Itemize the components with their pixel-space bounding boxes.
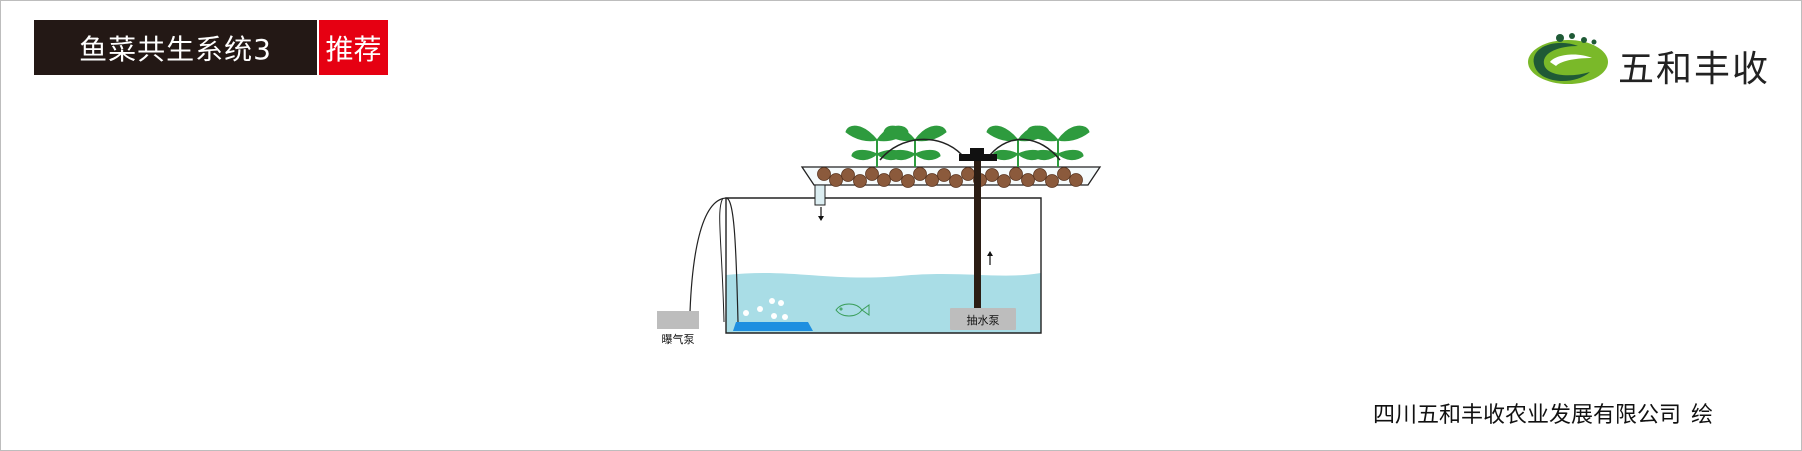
credit-org: 四川五和丰收农业发展有限公司 xyxy=(1373,403,1682,428)
air-pump-label: 曝气泵 xyxy=(662,332,695,346)
air-pump xyxy=(657,311,699,329)
clay-pebbles xyxy=(817,167,1083,188)
air-line xyxy=(689,197,739,323)
credit-line: 四川五和丰收农业发展有限公司绘 xyxy=(1373,397,1713,429)
riser-pipe xyxy=(974,160,981,308)
drain-arrow-head xyxy=(818,216,824,221)
water-pump-label: 抽水泵 xyxy=(967,313,1000,327)
drain-pipe xyxy=(814,184,826,206)
brand-name: 五和丰收 xyxy=(1618,49,1771,90)
wuhe-leaf-logo-icon xyxy=(1528,33,1608,84)
plant-4-icon xyxy=(1026,125,1090,167)
water-pump xyxy=(950,308,1016,330)
air-line-inner xyxy=(719,197,725,323)
fish-tank xyxy=(725,197,1042,334)
credit-suffix: 绘 xyxy=(1691,403,1714,428)
manifold-valve xyxy=(970,148,984,156)
air-bubbles xyxy=(743,298,788,320)
plant-2-icon xyxy=(883,125,947,167)
pump-flow-arrow-head xyxy=(987,251,993,256)
drip-line-right xyxy=(989,138,1061,161)
fish-icon xyxy=(835,303,870,317)
air-stone xyxy=(733,322,813,331)
page-title: 鱼菜共生系统3 xyxy=(34,20,317,75)
water-manifold xyxy=(959,154,997,161)
drip-line-left xyxy=(879,138,963,161)
recommend-badge: 推荐 xyxy=(319,20,388,75)
